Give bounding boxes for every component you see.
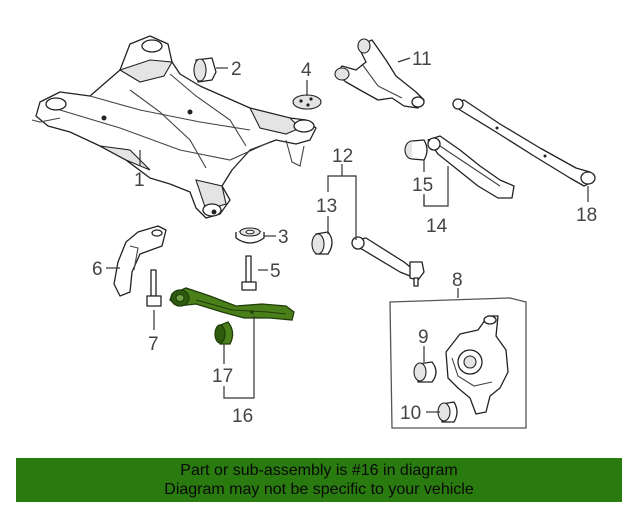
- lower-arm-part-14[interactable]: [427, 135, 515, 199]
- trailing-arm-part-16-highlighted[interactable]: [169, 287, 295, 321]
- banner-line-1: Part or sub-assembly is #16 in diagram: [180, 462, 458, 479]
- bushing-part-13[interactable]: [311, 231, 333, 255]
- callout-16: 16: [232, 406, 253, 427]
- callout-12: 12: [332, 146, 353, 167]
- subframe-part-1[interactable]: [31, 35, 317, 219]
- leader-lines: [106, 57, 589, 413]
- callout-13: 13: [316, 196, 337, 217]
- callout-15: 15: [412, 175, 433, 196]
- bolt-part-5[interactable]: [241, 255, 257, 291]
- knuckle-box-part-8[interactable]: [389, 297, 527, 429]
- parts-diagram: 1 2 3 4 5 6 7 8 9 10 11 12 13 14 15 16 1…: [31, 35, 597, 429]
- callout-labels: 1 2 3 4 5 6 7 8 9 10 11 12 13 14 15 16 1…: [92, 49, 597, 427]
- info-banner: Part or sub-assembly is #16 in diagram D…: [16, 458, 622, 502]
- callout-18: 18: [576, 205, 597, 226]
- callout-10: 10: [400, 403, 421, 424]
- callout-6: 6: [92, 259, 103, 280]
- bushing-part-15[interactable]: [404, 139, 428, 161]
- plate-part-4[interactable]: [292, 94, 322, 110]
- callout-2: 2: [231, 59, 242, 80]
- callout-9: 9: [418, 327, 429, 348]
- bracket-part-6[interactable]: [113, 225, 167, 297]
- bolt-part-7[interactable]: [146, 269, 162, 307]
- callout-8: 8: [452, 270, 463, 291]
- callout-17: 17: [212, 366, 233, 387]
- link-part-12[interactable]: [351, 236, 425, 287]
- callout-7: 7: [148, 334, 159, 355]
- banner-line-2: Diagram may not be specific to your vehi…: [164, 481, 474, 498]
- bushing-part-9[interactable]: [413, 361, 437, 383]
- control-arm-part-11[interactable]: [334, 38, 425, 109]
- lateral-link-part-18[interactable]: [452, 98, 596, 187]
- bushing-part-2[interactable]: [193, 57, 217, 83]
- callout-14: 14: [426, 216, 448, 237]
- callout-11: 11: [412, 49, 432, 70]
- callout-5: 5: [270, 261, 281, 282]
- bushing-part-17-highlighted[interactable]: [214, 321, 234, 345]
- callout-4: 4: [301, 60, 312, 81]
- callout-1: 1: [134, 170, 145, 191]
- bushing-part-10[interactable]: [437, 401, 458, 423]
- bushing-part-3[interactable]: [235, 227, 265, 244]
- callout-3: 3: [278, 227, 289, 248]
